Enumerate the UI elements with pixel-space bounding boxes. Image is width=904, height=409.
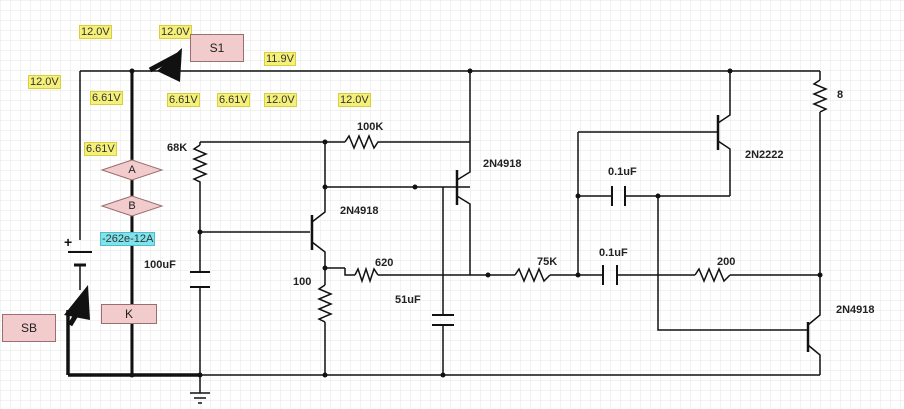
current-label: -262e-12A xyxy=(100,232,156,246)
voltage-label: 12.0V xyxy=(264,93,297,107)
label-r75k: 75K xyxy=(537,256,558,268)
label-r200: 200 xyxy=(717,256,736,268)
voltage-label: 12.0V xyxy=(159,25,192,39)
resistor-100k xyxy=(344,134,380,150)
voltage-label: 12.0V xyxy=(338,93,371,107)
label-c01b: 0.1uF xyxy=(599,247,628,259)
voltage-label: 12.0V xyxy=(79,25,112,39)
probe-b-shape xyxy=(100,195,164,217)
probe-a-shape xyxy=(100,159,164,181)
label-r8: 8 xyxy=(837,89,844,101)
resistor-68k xyxy=(192,144,208,185)
label-r620: 620 xyxy=(375,257,394,269)
label-c01a: 0.1uF xyxy=(608,166,637,178)
voltage-label: 6.61V xyxy=(90,91,123,105)
capacitor-0-1uf-upper xyxy=(611,186,626,206)
probe-k-button[interactable]: K xyxy=(101,304,157,324)
voltage-label: 6.61V xyxy=(84,142,117,156)
capacitor-51uf xyxy=(432,314,454,326)
label-q2: 2N4918 xyxy=(483,158,522,170)
voltage-label: 6.61V xyxy=(167,93,200,107)
voltage-label: 12.0V xyxy=(28,75,61,89)
switch-sb-arrow xyxy=(64,285,90,327)
speaker-8 xyxy=(812,79,828,113)
voltage-label: 11.9V xyxy=(264,52,296,66)
label-q4: 2N4918 xyxy=(836,304,875,316)
resistor-75k xyxy=(514,267,551,283)
label-q1: 2N4918 xyxy=(340,205,379,217)
voltage-label: 6.61V xyxy=(217,93,250,107)
switch-sb-button[interactable]: SB xyxy=(2,314,56,342)
label-r100k: 100K xyxy=(357,121,384,133)
label-r100: 100 xyxy=(293,276,312,288)
probe-a-label[interactable]: A xyxy=(128,164,136,176)
resistor-100 xyxy=(317,284,333,323)
capacitor-100uf xyxy=(190,271,210,288)
label-q3: 2N2222 xyxy=(745,149,784,161)
switch-s1-button[interactable]: S1 xyxy=(190,34,244,62)
probe-b-label[interactable]: B xyxy=(128,200,136,212)
capacitor-0-1uf-lower xyxy=(602,265,618,285)
label-c51u: 51uF xyxy=(395,294,421,306)
resistor-200 xyxy=(694,267,731,283)
label-c100u: 100uF xyxy=(144,259,176,271)
resistor-620 xyxy=(354,266,379,284)
ground-symbol xyxy=(190,392,210,404)
label-r68k: 68K xyxy=(167,142,188,154)
switch-s1-arrow xyxy=(148,48,182,82)
battery-plus-sign: + xyxy=(64,234,72,250)
